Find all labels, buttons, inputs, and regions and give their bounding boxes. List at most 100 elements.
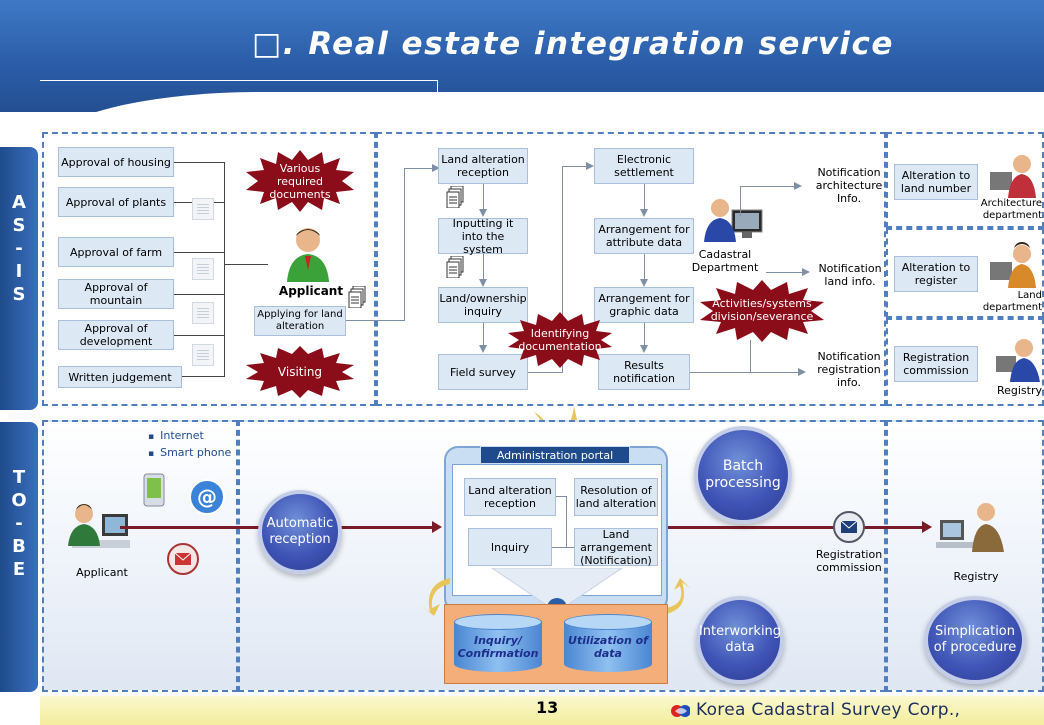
arrangement-attribute-data: Arrangement for attribute data xyxy=(594,218,694,254)
connector xyxy=(644,184,645,210)
arrow-head xyxy=(479,279,487,287)
connector xyxy=(766,272,804,273)
footer-bar xyxy=(40,696,1044,725)
arrow-head xyxy=(794,182,802,190)
cycle-arrow-right xyxy=(666,578,690,614)
connector xyxy=(174,162,224,163)
connector xyxy=(483,323,484,346)
connector xyxy=(552,547,574,548)
approval-development: Approval of development xyxy=(58,320,174,350)
connector xyxy=(562,166,588,167)
alteration-land-number: Alteration to land number xyxy=(894,164,978,200)
envelope-icon xyxy=(833,511,865,543)
db-utilization-label: Utilization of data xyxy=(568,634,648,660)
applying-land-alteration: Applying for land alteration xyxy=(254,306,346,336)
cadastral-department-label: Cadastral Department xyxy=(691,248,759,274)
applicant-icon xyxy=(287,228,329,282)
automatic-reception-circle: Automatic reception xyxy=(258,490,342,574)
registry-label-tobe: Registry xyxy=(953,570,999,583)
document-icon xyxy=(192,198,214,220)
field-survey: Field survey xyxy=(438,354,528,390)
cycle-arrow-left xyxy=(422,578,450,616)
flow-arrow xyxy=(668,526,924,529)
connector xyxy=(740,186,796,187)
arrow-head xyxy=(802,268,810,276)
header-frame xyxy=(40,80,438,120)
channel-list: Internet Smart phone xyxy=(148,428,231,462)
identifying-documentation-label: Identifying documentation xyxy=(518,327,602,353)
page-number: 13 xyxy=(536,698,559,717)
activities-burst xyxy=(700,280,824,342)
portal-resolution: Resolution of land alteration xyxy=(574,478,658,516)
connector xyxy=(404,168,434,169)
db-top xyxy=(454,614,542,630)
company-logo-icon xyxy=(671,705,690,717)
various-documents-label: Various required documents xyxy=(269,161,331,201)
registry-label-asis: Registry xyxy=(996,384,1042,397)
written-judgement: Written judgement xyxy=(58,366,182,388)
batch-processing-circle: Batch processing xyxy=(694,426,792,524)
land-officer-icon xyxy=(990,242,1036,288)
alteration-register: Alteration to register xyxy=(894,256,978,292)
approval-farm: Approval of farm xyxy=(58,237,174,267)
connector xyxy=(404,168,405,321)
various-documents-burst xyxy=(246,150,354,212)
connector xyxy=(644,323,645,346)
connector xyxy=(483,254,484,280)
connector xyxy=(556,496,566,497)
flow-arrow-head xyxy=(922,521,932,533)
connector xyxy=(483,184,484,210)
db-top xyxy=(564,614,652,630)
applicant-label-tobe: Applicant xyxy=(76,566,128,579)
mail-icon xyxy=(167,543,199,575)
flow-arrow-head xyxy=(432,521,442,533)
notification-land: Notification land info. xyxy=(818,262,882,288)
applicant-computer-icon xyxy=(68,504,130,548)
document-icon xyxy=(192,258,214,280)
company-name: Korea Cadastral Survey Corp., xyxy=(696,700,961,720)
db-inquiry-label: Inquiry/ Confirmation xyxy=(457,634,539,660)
architecture-officer-icon xyxy=(990,155,1036,198)
documents-stack-icon xyxy=(446,186,464,208)
at-sign-icon: @ xyxy=(189,479,225,515)
identifying-documentation-burst xyxy=(508,312,612,368)
connector xyxy=(174,252,224,253)
db-inquiry-confirmation: Inquiry/ Confirmation xyxy=(454,614,542,674)
arrangement-graphic-data: Arrangement for graphic data xyxy=(594,287,694,323)
notification-architecture: Notification architecture Info. xyxy=(815,166,883,205)
approval-housing: Approval of housing xyxy=(58,147,174,177)
registration-commission-label: Registration commission xyxy=(815,548,883,574)
db-body xyxy=(564,622,652,672)
registry-officer-icon xyxy=(996,339,1040,382)
channel-smart-phone: Smart phone xyxy=(148,445,231,462)
approval-mountain: Approval of mountain xyxy=(58,279,174,309)
notification-registration: Notification registration info. xyxy=(817,350,881,389)
connector xyxy=(750,340,751,372)
connector xyxy=(644,254,645,280)
slide-title: □. Real estate integration service xyxy=(252,26,894,62)
arrow-head xyxy=(479,209,487,217)
electronic-settlement: Electronic settlement xyxy=(594,148,694,184)
connector xyxy=(566,496,567,548)
document-icon xyxy=(192,344,214,366)
arrow-head xyxy=(479,345,487,353)
arrow-head xyxy=(640,209,648,217)
land-ownership-inquiry: Land/ownership inquiry xyxy=(438,287,528,323)
architecture-department-label: Architecture department xyxy=(980,198,1042,221)
applicant-label: Applicant xyxy=(278,284,344,298)
document-icon xyxy=(192,302,214,324)
inputting-into-system: Inputting it into the system xyxy=(438,217,528,256)
results-notification: Results notification xyxy=(598,354,690,390)
approval-plants: Approval of plants xyxy=(58,187,174,217)
db-body xyxy=(454,622,542,672)
administration-portal-title: Administration portal xyxy=(480,446,630,464)
registry-officer-computer-icon xyxy=(936,503,1004,552)
cadastral-department-icon xyxy=(704,199,763,242)
connector xyxy=(562,166,563,373)
land-alteration-reception: Land alteration reception xyxy=(438,148,528,184)
connector xyxy=(528,372,562,373)
land-department-label: Land department xyxy=(982,290,1042,313)
